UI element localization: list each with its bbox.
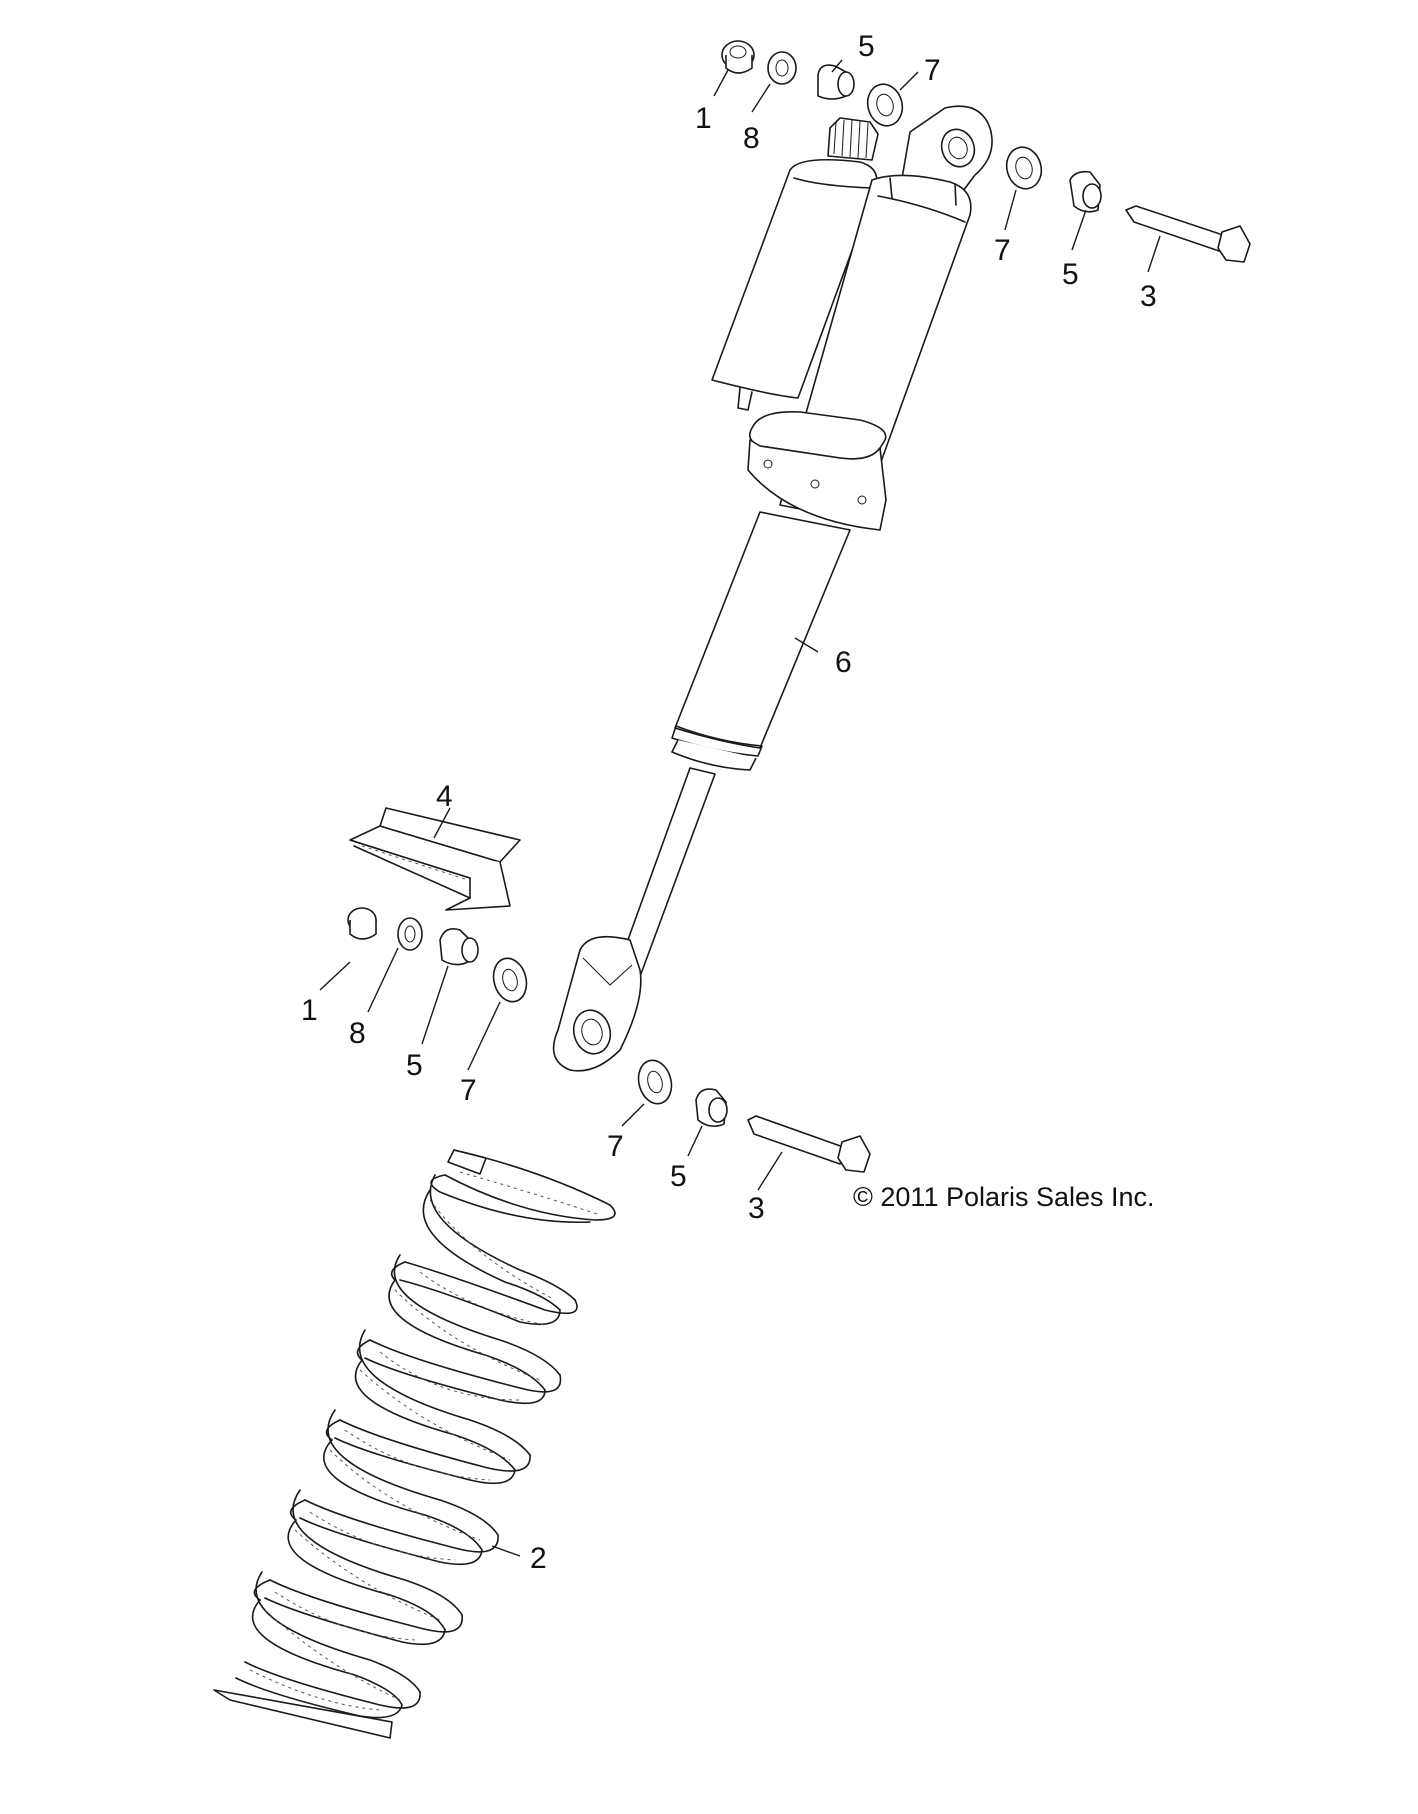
bushing-5-right	[1069, 170, 1102, 213]
washer-7-low	[637, 1059, 673, 1105]
callout-5-mid: 5	[406, 1049, 423, 1082]
bushing-5-mid	[439, 927, 479, 966]
callout-3-right: 3	[1140, 280, 1157, 313]
callout-5-low: 5	[670, 1160, 687, 1193]
callout-5-top: 5	[858, 30, 875, 63]
bolt-3-low	[747, 1115, 871, 1173]
callout-6: 6	[835, 646, 852, 679]
shock-absorber	[552, 105, 993, 1072]
callout-7-top: 7	[924, 54, 941, 87]
bumper-pad	[349, 807, 521, 911]
bushing-5-low	[695, 1088, 728, 1128]
callout-2: 2	[530, 1542, 547, 1575]
washer-8-mid	[397, 917, 423, 951]
copyright-notice: © 2011 Polaris Sales Inc.	[853, 1182, 1155, 1212]
washer-7-mid	[492, 957, 528, 1003]
coil-spring	[213, 1149, 616, 1739]
callout-1-top: 1	[695, 102, 712, 135]
washer-7-right	[1005, 146, 1043, 190]
callout-7-low: 7	[607, 1130, 624, 1163]
callout-4: 4	[436, 780, 453, 813]
washer-8-top	[767, 51, 797, 85]
callout-8-mid: 8	[349, 1017, 366, 1050]
bushing-5-top	[817, 64, 855, 100]
flange-nut-top	[721, 40, 755, 74]
callout-1-mid: 1	[301, 994, 318, 1027]
callout-5-right: 5	[1062, 258, 1079, 291]
callout-3-low: 3	[748, 1192, 765, 1225]
callout-labels: 1 8 5 7 7 5 3 6 4 1 8 5 7 7 5 3 2	[301, 30, 1157, 1575]
washer-7-top	[866, 83, 904, 127]
callout-7-right: 7	[994, 234, 1011, 267]
leader-lines	[319, 59, 1161, 1557]
callout-8-top: 8	[743, 122, 760, 155]
bolt-3-right	[1125, 205, 1251, 263]
flange-nut-mid	[347, 907, 377, 940]
callout-7-mid: 7	[460, 1074, 477, 1107]
